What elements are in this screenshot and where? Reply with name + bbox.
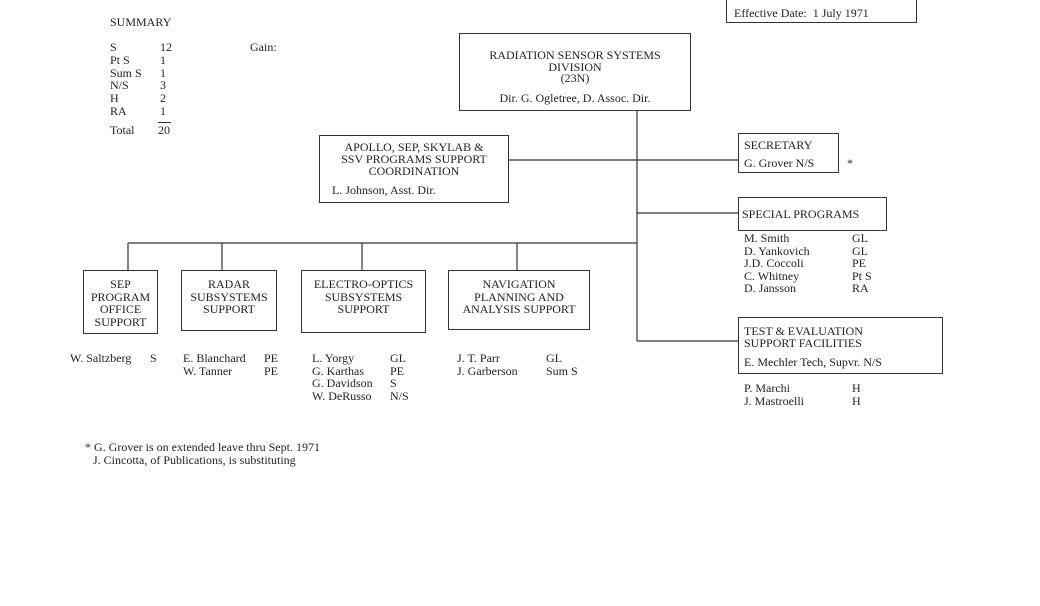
summary-code: S [110,40,117,54]
gain-label: Gain: [250,40,277,54]
staff-name: D. Yankovich [744,243,810,258]
summary-count: 3 [160,78,166,93]
staff-name: M. Smith [744,231,790,245]
staff-name: J. Mastroelli [744,394,804,408]
staff-code: PE [390,363,405,378]
test-eval-line1: TEST & EVALUATION [744,324,863,338]
staff-code: GL [852,231,868,245]
unit-title-line: SUBSYSTEMS [190,289,268,304]
unit-title-line: SUPPORT [94,314,147,329]
effective-date-box: Effective Date: 1 July 1971 [726,0,917,23]
division-line3: (23N) [560,71,590,85]
test-eval-box: TEST & EVALUATION SUPPORT FACILITIES E. … [738,317,943,374]
staff-code: PE [264,363,279,378]
secretary-name: G. Grover N/S [744,156,815,170]
footnote-line2: J. Cincotta, of Publications, is substit… [93,453,296,467]
division-line2: DIVISION [548,60,602,74]
effective-date-value: 1 July 1971 [812,6,869,20]
unit-title-line: PLANNING AND [474,289,564,304]
unit-title-line: ELECTRO-OPTICS [313,277,414,291]
summary-code: RA [110,104,127,118]
staff-code: GL [390,351,406,365]
special-programs-title: SPECIAL PROGRAMS [742,207,860,221]
division-line1: RADIATION SENSOR SYSTEMS [489,48,661,62]
test-eval-line2: SUPPORT FACILITIES [744,336,862,350]
staff-name: G. Davidson [312,376,373,390]
staff-name: W. DeRusso [312,388,372,403]
special-programs-box: SPECIAL PROGRAMS [738,197,887,231]
staff-name: L. Yorgy [312,351,355,365]
staff-code: S [150,351,157,365]
footnote-line1: * G. Grover is on extended leave thru Se… [85,440,320,454]
staff-name: J. T. Parr [457,351,500,365]
summary-underline [158,122,171,123]
staff-code: N/S [390,388,409,403]
division-box: RADIATION SENSOR SYSTEMS DIVISION (23N) … [459,33,691,111]
staff-code: H [852,394,861,408]
staff-code: PE [852,256,867,270]
unit-title-line: PROGRAM [90,289,151,304]
staff-name: G. Karthas [312,363,364,378]
unit-title-line: SEP [110,277,131,291]
secretary-asterisk: * [847,156,853,170]
staff-name: W. Saltzberg [70,351,132,365]
unit-title-line: OFFICE [99,302,142,316]
staff-name: D. Jansson [744,281,797,295]
summary-code: Sum S [110,65,142,80]
apollo-line1: APOLLO, SEP, SKYLAB & [344,140,484,154]
staff-name: P. Marchi [744,381,790,395]
staff-name: C. Whitney [744,268,800,283]
summary-count: 12 [160,40,172,54]
secretary-box: SECRETARY G. Grover N/S [738,133,839,173]
summary-total: 20 [158,123,170,137]
division-director: Dir. G. Ogletree, D. Assoc. Dir. [499,91,651,105]
unit-title-line: ANALYSIS SUPPORT [462,302,576,316]
summary-code: Pt S [110,52,130,67]
apollo-box: APOLLO, SEP, SKYLAB & SSV PROGRAMS SUPPO… [319,135,509,203]
summary-total-label: Total [110,123,135,137]
staff-name: W. Tanner [183,363,233,378]
staff-code: H [852,381,861,395]
staff-code: Sum S [546,363,578,378]
summary-count: 1 [160,65,166,80]
summary-code: H [110,91,119,106]
apollo-line2: SSV PROGRAMS SUPPORT [341,152,487,166]
summary-code: N/S [110,78,129,93]
staff-code: PE [264,351,279,365]
apollo-line3: COORDINATION [368,164,460,178]
staff-name: J.D. Coccoli [744,256,804,270]
staff-code: S [390,376,397,390]
summary-count: 2 [160,91,166,106]
summary-count: 1 [160,104,166,118]
staff-code: Pt S [852,268,872,283]
staff-code: GL [852,243,868,258]
unit-title-line: RADAR [207,277,250,291]
secretary-title: SECRETARY [744,138,813,152]
staff-name: J. Garberson [457,363,518,378]
test-eval-head: E. Mechler Tech, Supvr. N/S [744,355,882,369]
effective-date-label: Effective Date: [734,6,807,20]
staff-code: RA [852,281,869,295]
apollo-head: L. Johnson, Asst. Dir. [332,183,436,197]
staff-code: GL [546,351,562,365]
unit-title-line: NAVIGATION [482,277,556,291]
unit-title-line: SUBSYSTEMS [324,289,403,304]
summary-title: SUMMARY [110,15,172,29]
unit-title-line: SUPPORT [203,302,255,316]
summary-count: 1 [160,52,166,67]
staff-name: E. Blanchard [183,351,246,365]
unit-title-line: SUPPORT [337,302,390,316]
